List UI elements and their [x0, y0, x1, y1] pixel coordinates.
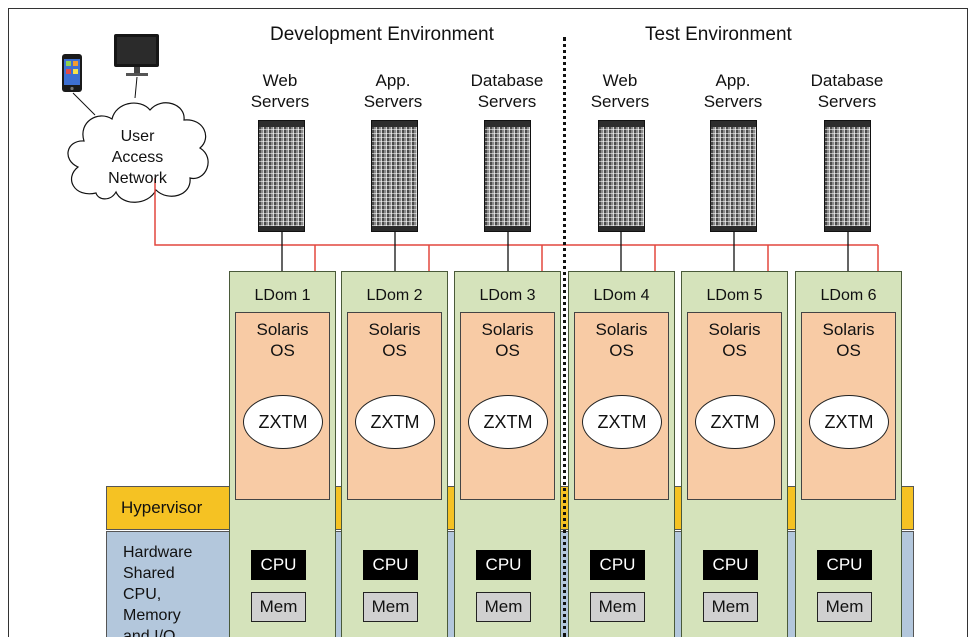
environment-divider: [563, 37, 566, 637]
zxtm-ellipse: ZXTM: [582, 395, 662, 449]
zxtm-ellipse: ZXTM: [243, 395, 323, 449]
database-servers-label-test: Database Servers: [810, 71, 884, 111]
ldom-title: LDom 5: [706, 287, 763, 304]
solaris-os-box: Solaris OS ZXTM: [235, 312, 330, 500]
server-rack-icon: [371, 120, 418, 232]
cpu-label: CPU: [372, 555, 409, 574]
ldom-3: LDom 3 Solaris OS ZXTM CPU Mem: [454, 271, 561, 637]
ldom-1: LDom 1 Solaris OS ZXTM CPU Mem: [229, 271, 336, 637]
dev-environment-title: Development Environment: [270, 24, 494, 45]
database-servers-label-dev: Database Servers: [470, 71, 544, 111]
os-label: Solaris OS: [481, 320, 534, 360]
cpu-label: CPU: [712, 555, 749, 574]
zxtm-label: ZXTM: [258, 412, 308, 432]
hypervisor-label: Hypervisor: [121, 498, 203, 517]
ldom-title: LDom 1: [254, 287, 311, 304]
desktop-monitor-icon: [114, 34, 159, 76]
mem-box: Mem: [363, 592, 418, 622]
server-rack-icon: [484, 120, 531, 232]
mem-label: Mem: [259, 597, 298, 616]
solaris-os-box: Solaris OS ZXTM: [801, 312, 896, 500]
mem-label: Mem: [711, 597, 750, 616]
app-servers-label-test: App. Servers: [703, 71, 763, 111]
mem-box: Mem: [476, 592, 531, 622]
ldom-4: LDom 4 Solaris OS ZXTM CPU Mem: [568, 271, 675, 637]
zxtm-ellipse: ZXTM: [468, 395, 548, 449]
mem-box: Mem: [703, 592, 758, 622]
ldom-title: LDom 3: [479, 287, 536, 304]
cpu-box: CPU: [363, 550, 418, 580]
web-servers-label-dev: Web Servers: [250, 71, 310, 111]
zxtm-label: ZXTM: [824, 412, 874, 432]
ldom-title: LDom 6: [820, 287, 877, 304]
zxtm-label: ZXTM: [710, 412, 760, 432]
diagram-frame: [8, 8, 968, 637]
mem-label: Mem: [484, 597, 523, 616]
server-rack-icon: [710, 120, 757, 232]
cpu-label: CPU: [599, 555, 636, 574]
app-servers-label-dev: App. Servers: [363, 71, 423, 111]
ldom-5: LDom 5 Solaris OS ZXTM CPU Mem: [681, 271, 788, 637]
ldom-6: LDom 6 Solaris OS ZXTM CPU Mem: [795, 271, 902, 637]
os-label: Solaris OS: [595, 320, 648, 360]
cpu-label: CPU: [826, 555, 863, 574]
solaris-os-box: Solaris OS ZXTM: [574, 312, 669, 500]
zxtm-ellipse: ZXTM: [355, 395, 435, 449]
zxtm-ellipse: ZXTM: [809, 395, 889, 449]
server-rack-icon: [598, 120, 645, 232]
zxtm-ellipse: ZXTM: [695, 395, 775, 449]
hardware-label: Hardware Shared CPU, Memory and I/O: [123, 544, 193, 637]
cpu-box: CPU: [251, 550, 306, 580]
os-label: Solaris OS: [256, 320, 309, 360]
ldom-title: LDom 4: [593, 287, 650, 304]
mem-label: Mem: [598, 597, 637, 616]
zxtm-label: ZXTM: [370, 412, 420, 432]
cpu-label: CPU: [485, 555, 522, 574]
mem-box: Mem: [590, 592, 645, 622]
ldom-2: LDom 2 Solaris OS ZXTM CPU Mem: [341, 271, 448, 637]
solaris-os-box: Solaris OS ZXTM: [347, 312, 442, 500]
solaris-os-box: Solaris OS ZXTM: [687, 312, 782, 500]
ldom-title: LDom 2: [366, 287, 423, 304]
server-rack-icon: [824, 120, 871, 232]
mobile-phone-icon: [62, 54, 82, 92]
os-label: Solaris OS: [822, 320, 875, 360]
zxtm-label: ZXTM: [597, 412, 647, 432]
user-access-network-label: User Access Network: [108, 128, 167, 187]
mem-label: Mem: [825, 597, 864, 616]
zxtm-label: ZXTM: [483, 412, 533, 432]
mem-label: Mem: [371, 597, 410, 616]
cpu-label: CPU: [260, 555, 297, 574]
os-label: Solaris OS: [368, 320, 421, 360]
cloud-icon: [67, 102, 209, 203]
cpu-box: CPU: [476, 550, 531, 580]
cpu-box: CPU: [703, 550, 758, 580]
server-rack-icon: [258, 120, 305, 232]
mem-box: Mem: [817, 592, 872, 622]
os-label: Solaris OS: [708, 320, 761, 360]
cpu-box: CPU: [817, 550, 872, 580]
web-servers-label-test: Web Servers: [590, 71, 650, 111]
mem-box: Mem: [251, 592, 306, 622]
solaris-os-box: Solaris OS ZXTM: [460, 312, 555, 500]
test-environment-title: Test Environment: [645, 24, 792, 45]
cpu-box: CPU: [590, 550, 645, 580]
